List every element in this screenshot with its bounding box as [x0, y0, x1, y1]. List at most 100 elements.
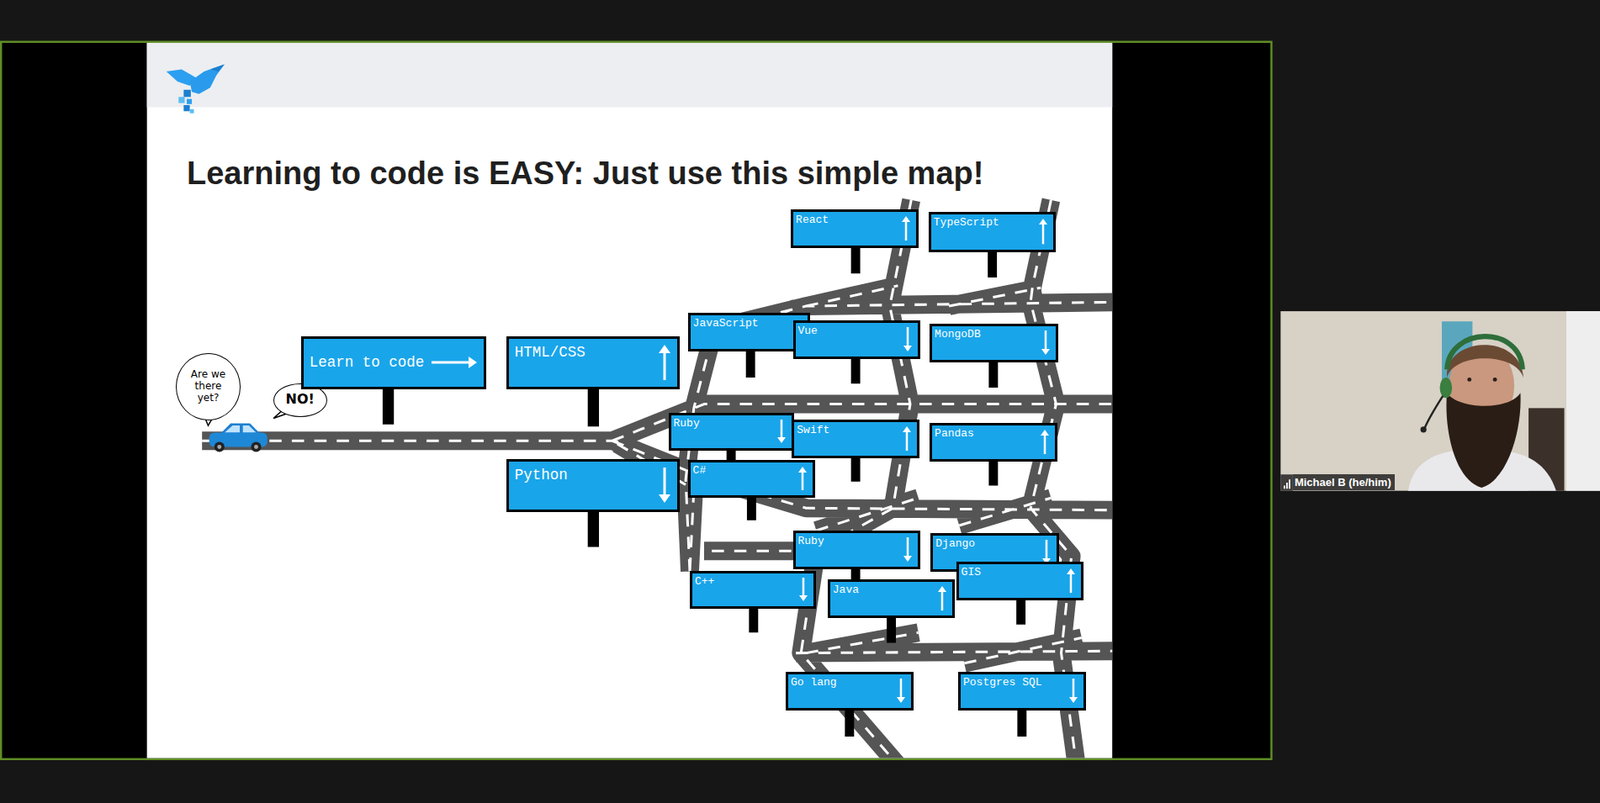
arrow-head [1069, 697, 1078, 704]
arrow-head [1066, 568, 1076, 575]
video-mic [1424, 396, 1443, 430]
arrow-shaft [1070, 573, 1073, 594]
car-cabin [220, 423, 260, 435]
arrow-shaft [906, 327, 910, 347]
arrow-shaft [1044, 330, 1048, 350]
sign-text: Python [514, 466, 568, 485]
road-sign: C++ [689, 571, 816, 610]
sign-text: Ruby [673, 417, 700, 431]
car-window [224, 425, 257, 433]
sign-text: TypeScript [933, 216, 1000, 230]
video-tile [1280, 311, 1600, 492]
sign-text: Swift [796, 423, 830, 438]
arrow-shaft [1042, 223, 1045, 244]
road-sign: MongoDB [929, 323, 1059, 363]
arrow-head [798, 466, 807, 473]
sign-arrow [1063, 674, 1084, 708]
sign-arrow [651, 339, 678, 387]
sign-text: React [795, 213, 829, 228]
sign-text: Vue [798, 324, 818, 339]
road [201, 200, 1113, 759]
bird-logo [166, 63, 225, 113]
arrow-head [468, 356, 477, 369]
road-sign: C# [688, 460, 816, 499]
road-sign: React [790, 209, 919, 249]
arrow-head [903, 345, 912, 352]
sign-arrow [897, 323, 918, 356]
signal-icon [1283, 479, 1291, 489]
road-network [201, 200, 1113, 759]
arrow-shaft [904, 221, 907, 241]
speech-bubble: Are we there yet? [175, 353, 242, 421]
sign-arrow [890, 674, 912, 708]
road-sign: TypeScript [928, 211, 1057, 252]
road-sign: Learn to code [301, 336, 488, 390]
car-wheel [250, 441, 261, 452]
car-hub [254, 445, 259, 450]
arrow-shaft [662, 352, 666, 381]
sign-text: MongoDB [934, 328, 981, 342]
road-sign: Java [827, 579, 956, 619]
arrow-head [937, 586, 947, 593]
logo-pixel [190, 109, 195, 114]
road-sign: Python [506, 459, 680, 513]
arrow-head [658, 494, 671, 504]
sign-arrow [792, 462, 813, 495]
sign-arrow [1033, 214, 1054, 249]
slide-title: Learning to code is EASY: Just use this … [186, 153, 984, 193]
video-mic [1420, 426, 1427, 433]
sign-arrow [771, 415, 792, 448]
road-sign: JavaScript [688, 312, 811, 352]
arrow-shaft [802, 577, 806, 597]
car [209, 423, 268, 453]
sign-arrow [1060, 564, 1081, 598]
arrow-head [1041, 349, 1050, 355]
arrow-head [903, 556, 912, 562]
arrow-shaft [905, 431, 909, 451]
speech-text: NO! [286, 392, 315, 408]
sign-text: C++ [694, 575, 715, 589]
video-headset [1446, 336, 1523, 370]
video-beard [1446, 392, 1521, 488]
sign-arrow [897, 533, 918, 567]
road-dashes [201, 200, 1113, 759]
arrow-head [777, 437, 786, 444]
arrow-shaft [662, 467, 666, 496]
road-sign: Vue [793, 320, 922, 360]
participant-name: Michael B (he/him) [1292, 474, 1395, 491]
sign-text: Pandas [934, 427, 975, 441]
sign-arrow [895, 211, 917, 245]
arrow-shaft [899, 678, 902, 699]
arrow-shaft [941, 591, 944, 611]
sign-text: HTML/CSS [514, 344, 586, 362]
arrow-head [1040, 429, 1050, 436]
sign-text: Learn to code [309, 354, 425, 372]
logo-pixel [178, 96, 185, 103]
arrow-shaft [1071, 678, 1075, 699]
car-wheel [214, 441, 225, 452]
arrow-shaft [779, 419, 783, 439]
sign-arrow [429, 339, 484, 387]
arrow-head [902, 426, 912, 433]
speech-text: Are we there yet? [185, 369, 232, 404]
video-door [1566, 311, 1600, 492]
road-sign: Ruby [668, 413, 795, 451]
arrow-head [901, 216, 911, 223]
arrow-shaft [801, 471, 805, 491]
sign-text: Java [832, 583, 859, 598]
sign-arrow [1035, 326, 1056, 360]
video-wall [1280, 311, 1600, 492]
sign-text: JavaScript [693, 317, 759, 331]
video-eye [1467, 377, 1472, 382]
arrow-shaft [431, 361, 470, 365]
video-earcup [1440, 377, 1453, 398]
name-bar [1280, 474, 1293, 491]
sign-posts [382, 245, 1027, 737]
arrow-shaft [1043, 434, 1046, 455]
slide-header [147, 42, 1113, 107]
sign-text: Go lang [790, 676, 838, 690]
road-sign: HTML/CSS [506, 336, 680, 390]
logo-beak [210, 63, 225, 71]
logo-pixel [186, 99, 192, 105]
